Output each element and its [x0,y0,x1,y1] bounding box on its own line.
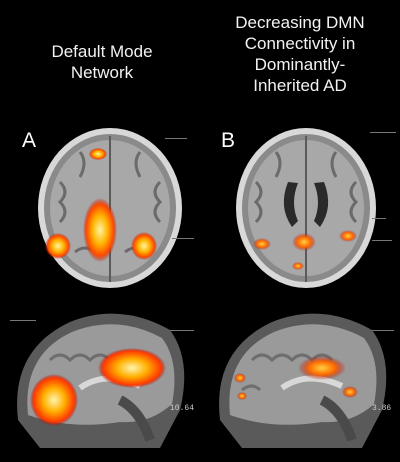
scale-value-a: 10.64 [170,404,195,413]
title-b-line-3: Dominantly- [254,55,346,74]
sagittal-brain-b [219,313,387,448]
title-b-line-1: Decreasing DMN [235,13,365,32]
panel-label-a: A [22,129,37,152]
slice-tick [372,218,386,219]
slice-tick [10,320,36,321]
panel-label-b: B [221,129,236,152]
slice-tick [170,330,194,331]
title-default-mode-network: Default Mode Network [22,41,182,83]
scale-value-b: 3.86 [372,404,392,413]
sagittal-brain-a [17,313,185,448]
title-a-line-2: Network [70,63,134,82]
slice-tick [372,240,392,241]
title-b-line-4: Inherited AD [253,76,347,95]
slice-tick [172,238,194,239]
slice-tick [165,138,187,139]
title-decreasing-dmn: Decreasing DMN Connectivity in Dominantl… [205,12,395,96]
slice-tick [372,330,394,331]
axial-brain-b [236,128,376,288]
title-a-line-1: Default Mode [51,42,153,61]
slice-tick [370,132,396,133]
title-b-line-2: Connectivity in [244,34,356,53]
axial-brain-a [38,128,182,288]
